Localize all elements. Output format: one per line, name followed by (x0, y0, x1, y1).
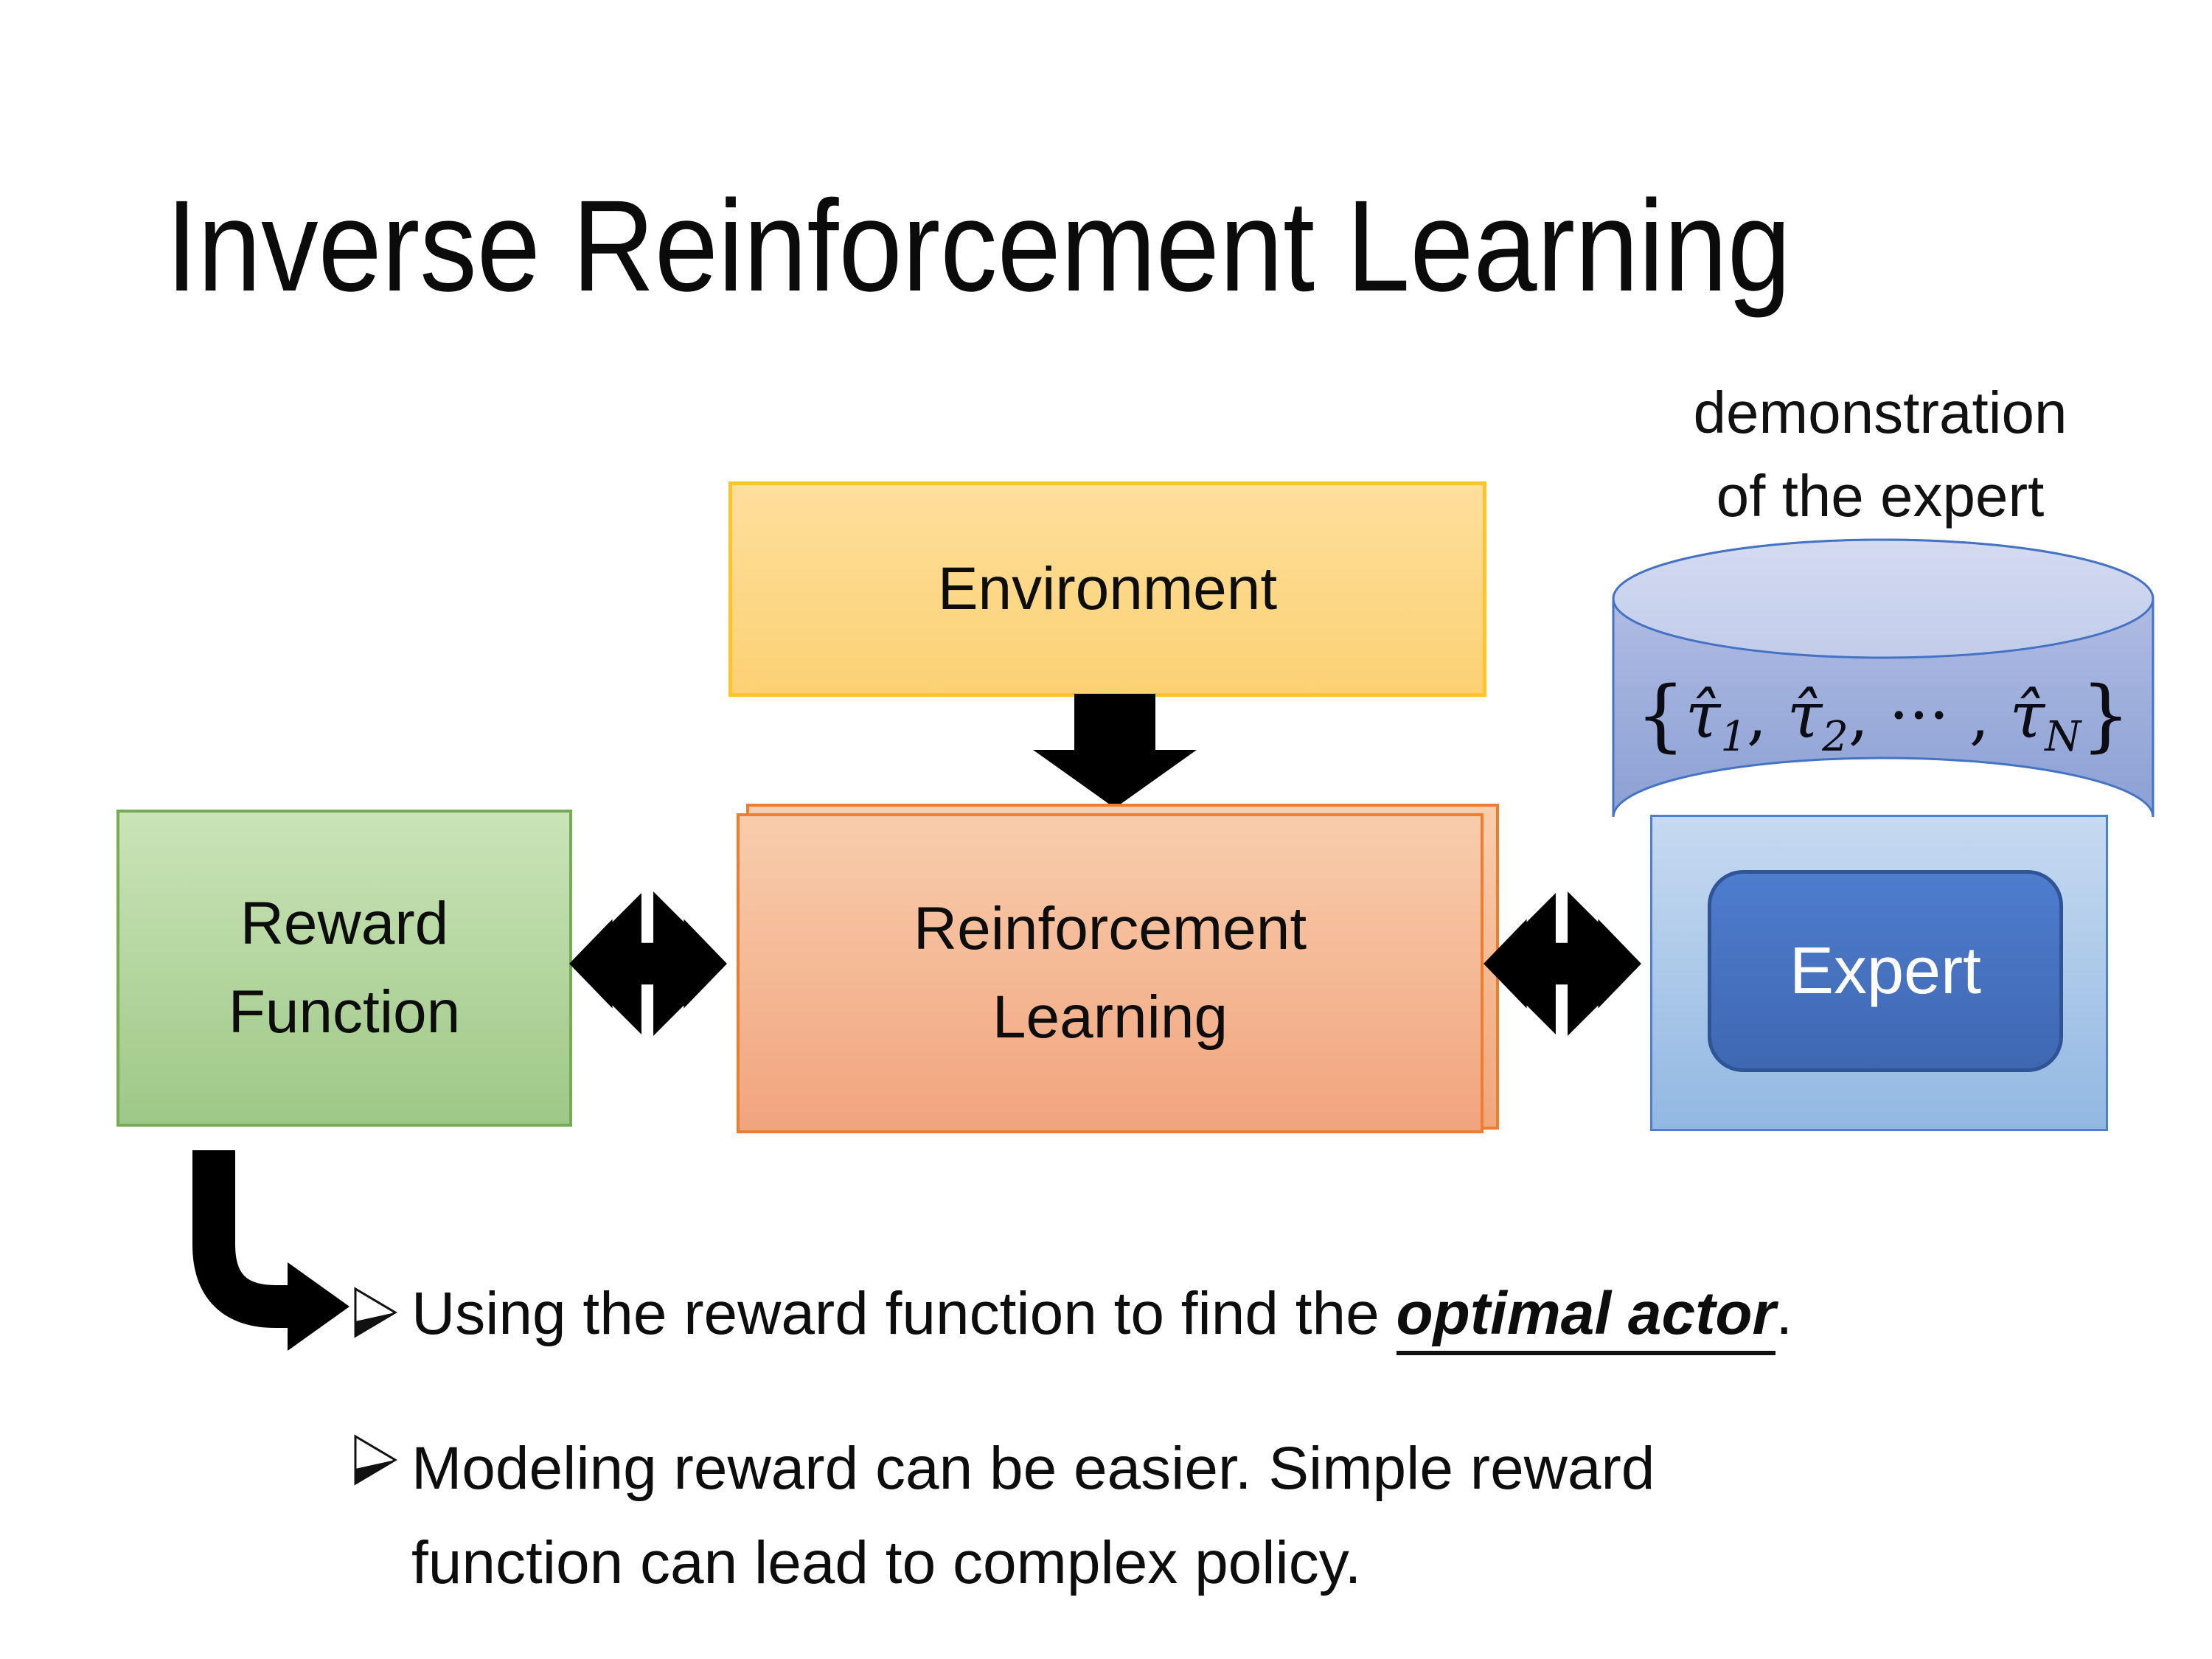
demonstration-caption-line2: of the expert (1716, 463, 2045, 529)
reward-label-line2: Function (228, 978, 461, 1046)
optimal-actor-emphasis: optimal actor (1396, 1280, 1776, 1355)
reinforcement-learning-box: Reinforcement Learning (737, 813, 1484, 1133)
expert-box: Expert (1708, 870, 2063, 1072)
rl-label-line1: Reinforcement (913, 895, 1307, 962)
expert-label: Expert (1789, 933, 1982, 1008)
arrowhead-bullet-icon (354, 1434, 397, 1486)
environment-box: Environment (728, 481, 1486, 697)
rl-label-line2: Learning (992, 984, 1228, 1051)
bullet-item-1-text: Using the reward function to find the op… (411, 1274, 1792, 1355)
reward-label-line1: Reward (240, 890, 449, 957)
elbow-arrow-icon (192, 1150, 349, 1351)
demonstration-caption: demonstration of the expert (1600, 371, 2160, 538)
down-arrow-icon (1033, 694, 1197, 808)
database-cylinder-icon (1612, 538, 2154, 818)
bullet-item-2: Modeling reward can be easier. Simple re… (352, 1422, 2034, 1610)
arrowhead-bullet-icon (354, 1287, 397, 1338)
double-arrow-icon (569, 882, 727, 1046)
environment-label: Environment (937, 555, 1278, 622)
bullet-item-1: Using the reward function to find the op… (352, 1274, 2034, 1355)
bullet-list: Using the reward function to find the op… (352, 1274, 2034, 1610)
bullet-item-2-text: Modeling reward can be easier. Simple re… (411, 1435, 1655, 1596)
trajectory-set-formula: {τ̂1, τ̂2, ··· , τ̂N} (1635, 669, 2131, 762)
formula-open-brace: { (1635, 669, 1686, 760)
formula-close-brace: } (2081, 669, 2131, 760)
page-title: Inverse Reinforcement Learning (166, 174, 1791, 319)
double-arrow-icon (1484, 882, 1641, 1046)
demonstration-caption-line1: demonstration (1693, 380, 2067, 445)
reward-function-box: Reward Function (116, 810, 572, 1127)
